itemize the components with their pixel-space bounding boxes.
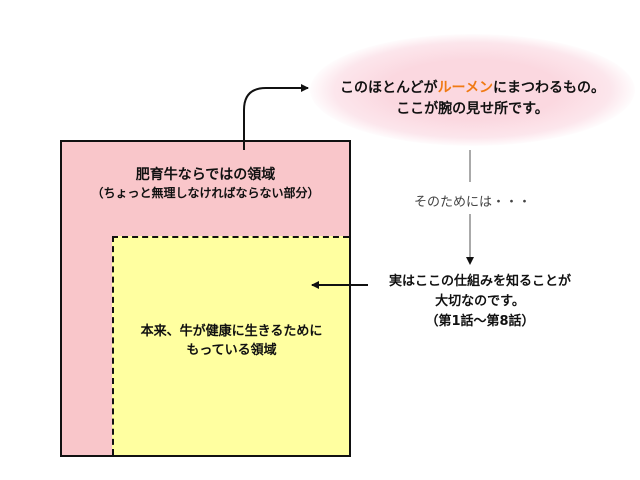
callout-line1-prefix: このほとんどが: [339, 80, 438, 96]
callout-highlight-rumen: ルーメン: [437, 80, 494, 96]
inner-region-box: [112, 236, 349, 455]
callout-line1: このほとんどがルーメンにまつわるもの。: [310, 78, 635, 99]
outer-region-label: 肥育牛ならではの領域 （ちょっと無理しなければならない部分）: [60, 166, 351, 202]
callout-text: このほとんどがルーメンにまつわるもの。 ここが腕の見せ所です。: [310, 78, 635, 120]
callout-glow-ellipse: [310, 34, 635, 146]
connector-text: そのためには・・・: [413, 195, 531, 210]
conclusion-line3: （第1話～第8話）: [425, 314, 535, 329]
conclusion-text: 実はここの仕組みを知ることが 大切なのです。 （第1話～第8話）: [360, 272, 600, 332]
outer-region-title: 肥育牛ならではの領域: [135, 167, 276, 183]
conclusion-line1: 実はここの仕組みを知ることが: [388, 274, 571, 289]
inner-region-line1: 本来、牛が健康に生きるために: [140, 324, 323, 339]
inner-region-label: 本来、牛が健康に生きるために もっている領域: [112, 322, 351, 360]
curved-arrow-to-callout: [243, 84, 309, 150]
outer-region-subtitle: （ちょっと無理しなければならない部分）: [91, 186, 320, 200]
callout-line1-suffix: にまつわるもの。: [493, 80, 606, 96]
conclusion-line2: 大切なのです。: [435, 294, 525, 309]
callout-line2: ここが腕の見せ所です。: [396, 101, 549, 117]
inner-region-line2: もっている領域: [186, 343, 277, 358]
